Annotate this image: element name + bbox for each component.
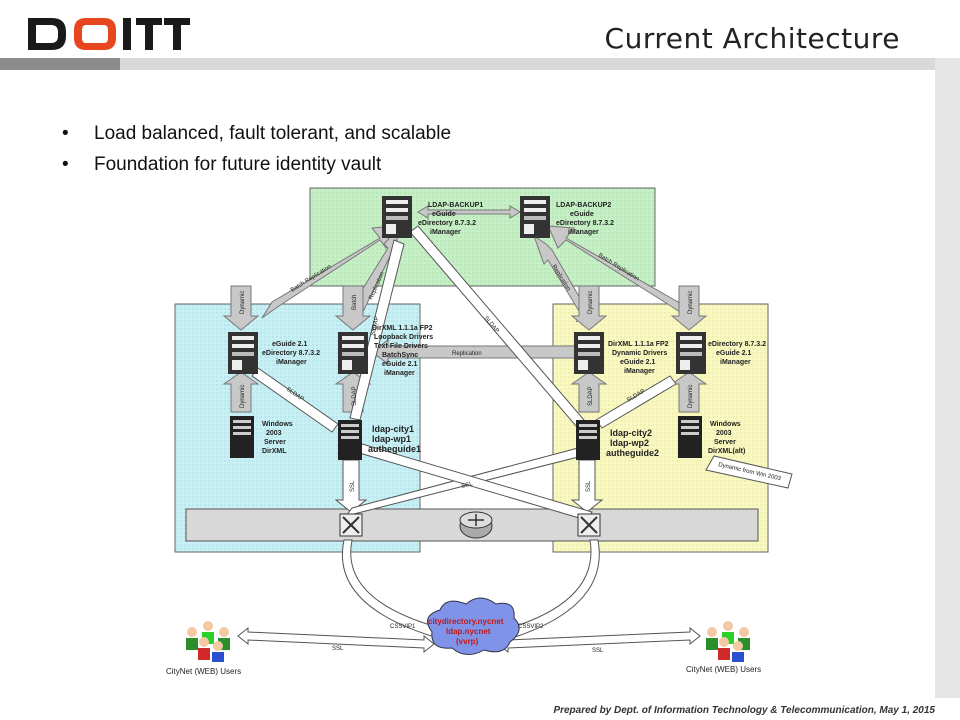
zone-green bbox=[309, 187, 656, 287]
label-ssl-right: SSL bbox=[586, 480, 592, 492]
arrow-batch-left-top bbox=[334, 285, 372, 331]
label-sldap-right-bottom: SLDAP bbox=[588, 386, 594, 406]
server-icon bbox=[676, 332, 706, 374]
cloud-icon bbox=[427, 597, 520, 655]
bullet-item: Foundation for future identity vault bbox=[62, 149, 451, 180]
arrow-dynamic-right-top-b bbox=[670, 285, 708, 331]
server-label-win-left: Windows 2003 Server DirXML bbox=[262, 421, 295, 455]
doitt-logo bbox=[28, 18, 190, 50]
arrow-dynamic-right-bottom bbox=[670, 371, 708, 413]
switch-icon bbox=[577, 513, 601, 537]
server-label-left-dirxml: DirXML 1.1.1a FP2 Loopback Drivers Text … bbox=[372, 325, 435, 377]
label-sldap-mid: SLDAP bbox=[370, 316, 381, 337]
user-group-icon bbox=[706, 621, 750, 662]
server-label-city2: ldap-city2 ldap-wp2 autheguide2 bbox=[606, 428, 659, 458]
label-cssvip2: CSSVIP2 bbox=[518, 624, 544, 630]
arrow-ssl-users-left bbox=[237, 626, 435, 654]
users-label-left: CityNet (WEB) Users bbox=[166, 667, 241, 676]
header-bar bbox=[0, 58, 960, 70]
server-label-city1: ldap-city1 ldap-wp1 autheguide1 bbox=[368, 424, 421, 454]
arrow-dynamic-left-bottom bbox=[222, 371, 260, 413]
server-tower-icon bbox=[678, 416, 702, 458]
users-label-right: CityNet (WEB) Users bbox=[686, 665, 761, 674]
server-icon bbox=[574, 332, 604, 374]
label-ssl-users-right: SSL bbox=[592, 648, 604, 654]
user-group-icon bbox=[186, 621, 230, 662]
label-dynamic-right-bottom: Dynamic bbox=[688, 385, 694, 408]
label-replication-horizontal: Replication bbox=[452, 351, 482, 357]
label-ssl-users-left: SSL bbox=[332, 646, 344, 652]
arrow-dynamic-right-top-a bbox=[570, 285, 608, 331]
cloud-label: citydirectory.nycnet ldap.nycnet (vvrp) bbox=[428, 617, 506, 646]
header-bar-accent bbox=[0, 58, 120, 70]
label-ssl-left: SSL bbox=[350, 480, 356, 492]
label-dynamic-left-top: Dynamic bbox=[240, 291, 246, 314]
server-tower-icon bbox=[230, 416, 254, 458]
switch-icon bbox=[339, 513, 363, 537]
label-dynamic-right-top-a: Dynamic bbox=[588, 291, 594, 314]
server-label-right-edir: eDirectory 8.7.3.2 eGuide 2.1 iManager bbox=[708, 341, 768, 366]
arrow-sldap-lower-right bbox=[595, 375, 677, 429]
router-icon bbox=[459, 511, 493, 539]
label-batch-left-top: Batch bbox=[352, 295, 358, 310]
server-icon bbox=[338, 332, 368, 374]
server-tower-icon bbox=[576, 420, 600, 460]
server-label-win-right: Windows 2003 Server DirXML(alt) bbox=[708, 421, 745, 455]
footer-note: Prepared by Dept. of Information Technol… bbox=[553, 705, 935, 716]
server-icon bbox=[228, 332, 258, 374]
bullet-item: Load balanced, fault tolerant, and scala… bbox=[62, 118, 451, 149]
label-cssvip1: CSSVIP1 bbox=[390, 624, 416, 630]
side-bar bbox=[935, 58, 960, 698]
server-tower-icon bbox=[338, 420, 362, 460]
arrow-dynamic-from-win bbox=[705, 455, 793, 489]
server-label-right-dirxml: DirXML 1.1.1a FP2 Dynamic Drivers eGuide… bbox=[608, 341, 671, 375]
label-sldap-left-bottom: SLDAP bbox=[352, 386, 358, 406]
server-label-backup1: LDAP-BACKUP1 eGuide eDirectory 8.7.3.2 i… bbox=[418, 202, 485, 236]
label-dynamic-right-top-b: Dynamic bbox=[688, 291, 694, 314]
server-icon bbox=[382, 196, 412, 238]
server-label-backup2: LDAP-BACKUP2 eGuide eDirectory 8.7.3.2 i… bbox=[556, 202, 616, 236]
server-icon bbox=[520, 196, 550, 238]
label-ssl-cross: SSL bbox=[461, 481, 474, 490]
arrow-sldap-right-bottom bbox=[570, 371, 608, 413]
arrow-ssl-right bbox=[570, 459, 604, 513]
label-dynamic-left-bottom: Dynamic bbox=[240, 385, 246, 408]
slide-title: Current Architecture bbox=[604, 22, 900, 55]
server-label-left-edir: eGuide 2.1 eDirectory 8.7.3.2 iManager bbox=[262, 341, 322, 366]
arrow-dynamic-left-top bbox=[222, 285, 260, 331]
bullet-list: Load balanced, fault tolerant, and scala… bbox=[62, 118, 451, 180]
